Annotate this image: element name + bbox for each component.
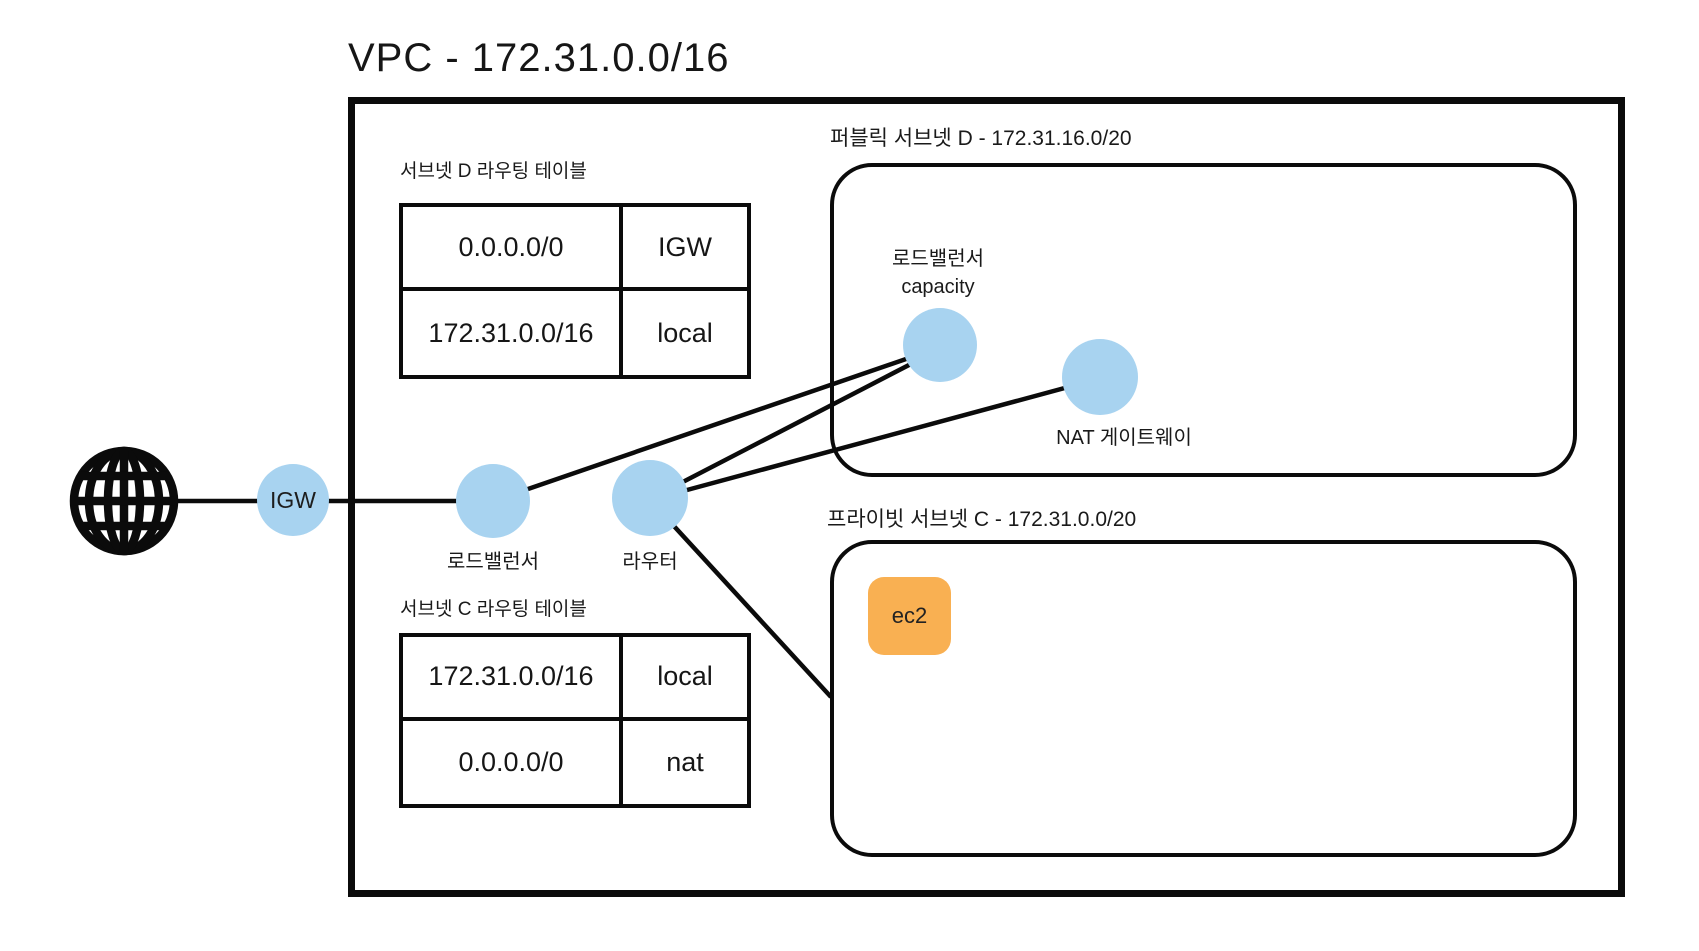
ec2-node: ec2 — [868, 577, 951, 655]
route-table-d-row1-destination: 172.31.0.0/16 — [403, 291, 623, 375]
edge-loadbalancer-capacity — [492, 345, 939, 504]
ec2-node-label: ec2 — [891, 603, 928, 628]
route-table-c-row1-destination: 0.0.0.0/0 — [403, 720, 623, 804]
route-table-d-row0-target: IGW — [623, 207, 747, 291]
load-balancer-node — [456, 464, 530, 538]
router-label: 라우터 — [622, 551, 678, 573]
nat-gateway-label: NAT 게이트웨이 — [1056, 427, 1192, 449]
route-table-d-row0-destination: 0.0.0.0/0 — [403, 207, 623, 291]
lb-capacity-node — [903, 308, 977, 382]
route-table-c-row1-target: nat — [666, 746, 704, 777]
nat-gateway-node — [1062, 339, 1138, 415]
route-table-d-title: 서브넷 D 라우팅 테이블 — [400, 161, 587, 182]
igw-node: IGW — [257, 464, 329, 536]
private-subnet-label: 프라이빗 서브넷 C - 172.31.0.0/20 — [827, 508, 1137, 531]
public-subnet-box — [830, 163, 1577, 477]
igw-node-label: IGW — [270, 486, 316, 513]
edge-router-capacity — [646, 348, 940, 502]
route-table-c: 172.31.0.0/16 local 0.0.0.0/0 nat — [399, 633, 751, 808]
private-subnet-box — [830, 540, 1577, 857]
router-node — [612, 460, 688, 536]
route-table-d-row1-target: local — [657, 317, 713, 348]
public-subnet-label: 퍼블릭 서브넷 D - 172.31.16.0/20 — [830, 127, 1132, 150]
globe-icon — [69, 446, 179, 556]
lb-capacity-label-line1: 로드밸런서 — [892, 248, 984, 270]
route-table-c-row0-target: local — [623, 637, 747, 721]
diagram-title: VPC - 172.31.0.0/16 — [348, 36, 730, 80]
lb-capacity-label: 로드밸런서 capacity — [858, 245, 1018, 301]
route-table-c-title: 서브넷 C 라우팅 테이블 — [400, 599, 587, 620]
load-balancer-label: 로드밸런서 — [447, 551, 539, 573]
lb-capacity-label-line2: capacity — [901, 276, 975, 298]
vpc-boundary-box — [348, 97, 1625, 897]
edge-router-private-subnet — [648, 498, 833, 699]
route-table-c-row0-destination: 172.31.0.0/16 — [403, 637, 623, 721]
edge-router-nat — [649, 376, 1099, 503]
route-table-d: 0.0.0.0/0 IGW 172.31.0.0/16 local — [399, 203, 751, 379]
